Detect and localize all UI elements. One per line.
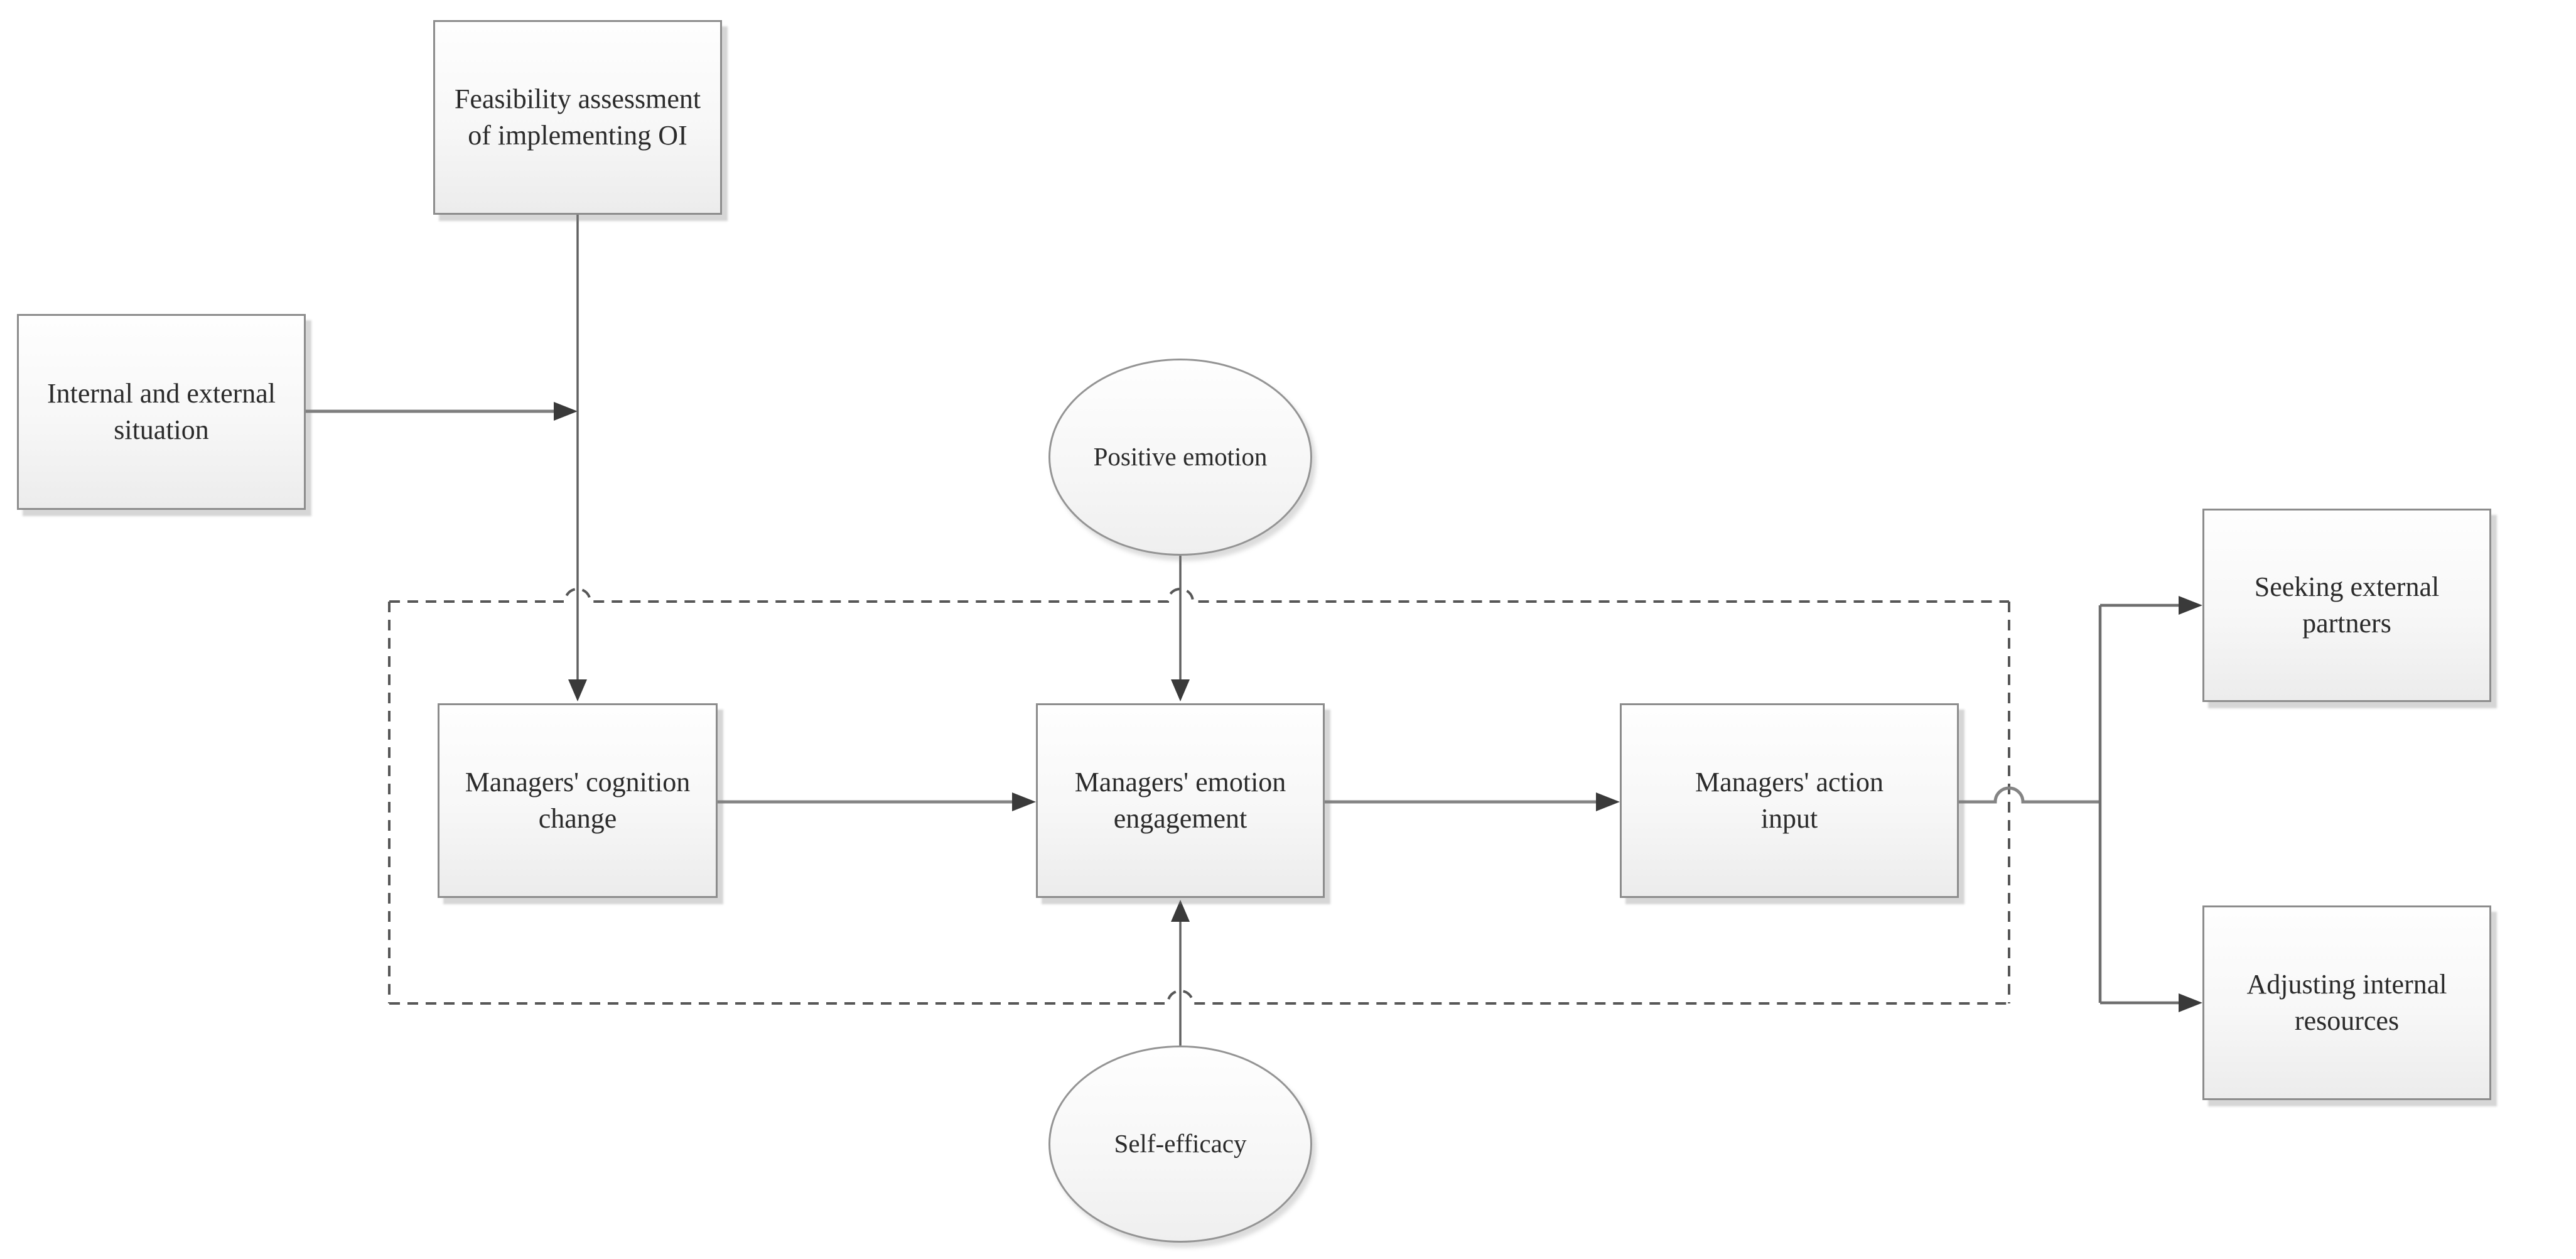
node-seeking-external-partners: Seeking external partners — [2202, 509, 2491, 702]
node-feasibility-assessment-label: Feasibility assessment of implementing O… — [454, 83, 701, 151]
node-feasibility-assessment: Feasibility assessment of implementing O… — [433, 20, 722, 215]
node-positive-emotion-label: Positive emotion — [1093, 442, 1268, 472]
dashed-container-border — [388, 588, 2010, 1005]
edge-branch-to-seeking — [2100, 596, 2202, 615]
node-managers-action-input-label: Managers' action input — [1695, 766, 1883, 834]
edge-internal-to-junction — [306, 402, 578, 421]
node-internal-external-situation-label: Internal and external situation — [46, 377, 276, 445]
node-seeking-external-partners-label: Seeking external partners — [2254, 571, 2440, 639]
node-managers-emotion-engagement: Managers' emotion engagement — [1036, 703, 1325, 898]
edge-engagement-to-action — [1325, 792, 1620, 811]
dashed-border-bottom — [389, 990, 2009, 1005]
edge-self-efficacy-to-engagement — [1171, 900, 1190, 1046]
node-managers-cognition-change-label: Managers' cognition change — [465, 766, 691, 834]
edge-branch-to-adjusting — [2100, 993, 2202, 1012]
node-managers-emotion-engagement-label: Managers' emotion engagement — [1074, 766, 1286, 834]
node-positive-emotion: Positive emotion — [1048, 359, 1312, 556]
node-internal-external-situation: Internal and external situation — [17, 314, 306, 510]
edge-positive-emotion-to-engagement — [1171, 556, 1190, 701]
edge-action-to-branch — [1959, 605, 2102, 1003]
edge-feasibility-to-cognition — [568, 215, 587, 701]
node-adjusting-internal-resources-label: Adjusting internal resources — [2246, 968, 2447, 1036]
node-self-efficacy: Self-efficacy — [1048, 1046, 1312, 1243]
node-self-efficacy-label: Self-efficacy — [1114, 1129, 1247, 1159]
node-adjusting-internal-resources: Adjusting internal resources — [2202, 905, 2491, 1100]
edge-cognition-to-engagement — [718, 792, 1036, 811]
node-managers-cognition-change: Managers' cognition change — [438, 703, 718, 898]
dashed-border-top — [389, 588, 2009, 603]
node-managers-action-input: Managers' action input — [1620, 703, 1959, 898]
